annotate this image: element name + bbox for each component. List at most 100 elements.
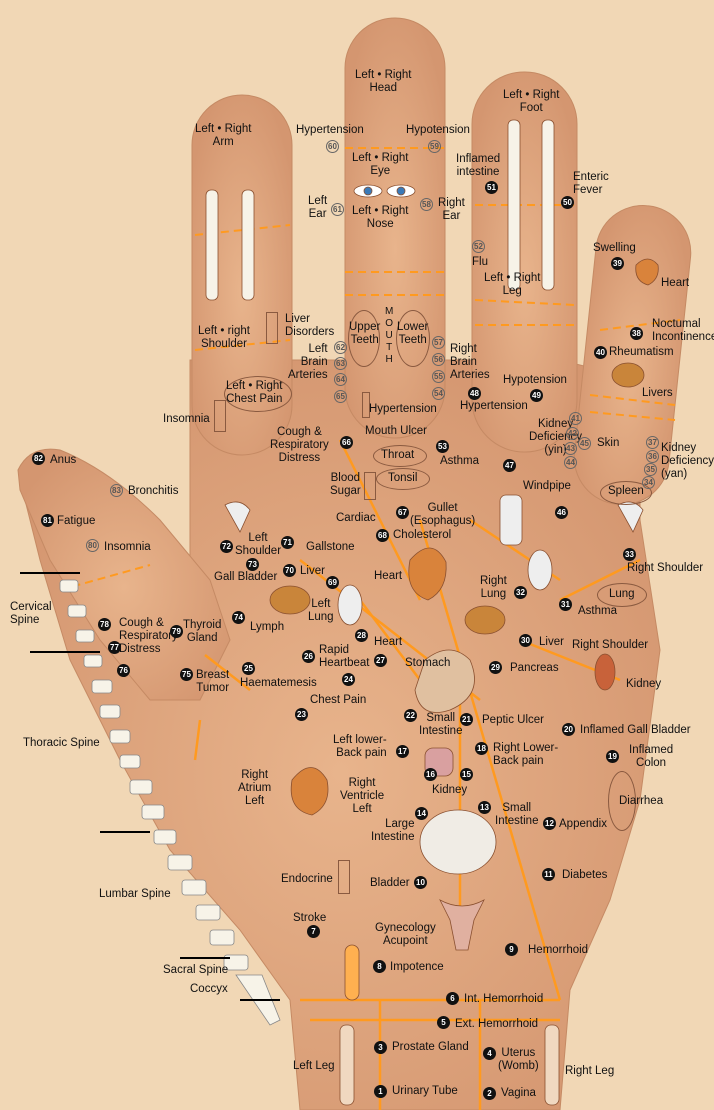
point-6: 6 bbox=[446, 992, 459, 1005]
point-11: 11 bbox=[542, 868, 555, 881]
point-60: 60 bbox=[326, 140, 339, 153]
intestine-icon bbox=[419, 809, 497, 875]
label-insomnia-top: Insomnia bbox=[163, 413, 210, 425]
dash-10 bbox=[589, 394, 676, 406]
label-right-lung: Right Lung bbox=[480, 575, 507, 600]
point-9: 9 bbox=[505, 943, 518, 956]
point-52: 52 bbox=[472, 240, 485, 253]
label-diabetes: Diabetes bbox=[562, 869, 608, 881]
leg-icon bbox=[339, 1024, 355, 1106]
point-37: 37 bbox=[646, 436, 659, 449]
vertebra bbox=[141, 804, 165, 820]
point-21: 21 bbox=[460, 713, 473, 726]
label-left-lung: Left Lung bbox=[308, 598, 334, 623]
label-thyroid: Thyroid Gland bbox=[183, 619, 222, 644]
point-12: 12 bbox=[543, 817, 556, 830]
label-left-ear: Left Ear bbox=[308, 195, 328, 220]
line-14 bbox=[193, 719, 202, 761]
point-1: 1 bbox=[374, 1085, 387, 1098]
label-livers: Livers bbox=[642, 387, 673, 399]
liver-icon bbox=[611, 362, 645, 388]
label-head: Left • Right Head bbox=[355, 69, 412, 94]
point-49: 49 bbox=[530, 389, 543, 402]
label-lung: Lung bbox=[609, 588, 635, 600]
shape-hypertension-rect bbox=[362, 392, 370, 418]
point-25: 25 bbox=[242, 662, 255, 675]
point-82: 82 bbox=[32, 452, 45, 465]
point-33: 33 bbox=[623, 548, 636, 561]
shape-liver-disorders-rect bbox=[266, 312, 278, 344]
point-47: 47 bbox=[503, 459, 516, 472]
point-34: 34 bbox=[642, 476, 655, 489]
label-leg: Left • Right Leg bbox=[484, 272, 541, 297]
label-gynecology: Gynecology Acupoint bbox=[375, 922, 436, 947]
point-76: 76 bbox=[117, 664, 130, 677]
label-spleen: Spleen bbox=[608, 485, 644, 497]
point-62: 62 bbox=[334, 341, 347, 354]
lung-icon bbox=[337, 584, 363, 626]
shape-lower-teeth-ellipse bbox=[396, 310, 430, 367]
point-55: 55 bbox=[432, 370, 445, 383]
shape-insomnia-rect bbox=[214, 400, 226, 432]
vertebra bbox=[167, 854, 193, 871]
point-14: 14 bbox=[415, 807, 428, 820]
point-79: 79 bbox=[170, 625, 183, 638]
uterus-icon bbox=[439, 899, 485, 951]
shape-lung-ellipse bbox=[597, 583, 647, 607]
point-70: 70 bbox=[283, 564, 296, 577]
point-68: 68 bbox=[376, 529, 389, 542]
label-small-intestine-13: Small Intestine bbox=[495, 802, 539, 827]
shape-tonsil-ellipse bbox=[376, 468, 430, 490]
point-24: 24 bbox=[342, 673, 355, 686]
label-hypertension-mid: Hypertension bbox=[369, 403, 437, 415]
label-inflamed-intestine: Inflamed intestine bbox=[456, 153, 501, 178]
label-shoulder-lr: Left • right Shoulder bbox=[198, 325, 250, 350]
point-61: 61 bbox=[331, 203, 344, 216]
label-uterus: Uterus (Womb) bbox=[498, 1047, 539, 1072]
label-chest-pain-low: Chest Pain bbox=[310, 694, 367, 706]
label-hemorrhoid: Hemorrhoid bbox=[528, 944, 589, 956]
vertebra bbox=[83, 654, 103, 668]
label-foot: Left • Right Foot bbox=[503, 89, 560, 114]
point-17: 17 bbox=[396, 745, 409, 758]
label-cough-resp2: Cough & Respiratory Distress bbox=[119, 617, 178, 655]
vertebra bbox=[67, 604, 87, 618]
label-kidney-center: Kidney bbox=[432, 784, 468, 796]
point-56: 56 bbox=[432, 353, 445, 366]
point-7: 7 bbox=[307, 925, 320, 938]
label-tonsil: Tonsil bbox=[388, 472, 418, 484]
point-48: 48 bbox=[468, 387, 481, 400]
label-cough-resp: Cough & Respiratory Distress bbox=[270, 426, 329, 464]
label-enteric-fever: Enteric Fever bbox=[573, 171, 609, 196]
label-right-leg: Right Leg bbox=[565, 1065, 615, 1077]
label-noctumal: Noctumal Incontinence bbox=[652, 318, 714, 343]
line-13 bbox=[204, 654, 251, 691]
label-eye: Left • Right Eye bbox=[352, 152, 409, 177]
label-right-atrium: Right Atrium Left bbox=[238, 769, 272, 807]
point-3: 3 bbox=[374, 1041, 387, 1054]
point-77: 77 bbox=[108, 641, 121, 654]
point-30: 30 bbox=[519, 634, 532, 647]
point-2: 2 bbox=[483, 1087, 496, 1100]
label-urinary-tube: Urinary Tube bbox=[392, 1085, 458, 1097]
label-anus: Anus bbox=[50, 454, 77, 466]
label-bronchitis: Bronchitis bbox=[128, 485, 179, 497]
label-swelling: Swelling bbox=[593, 242, 636, 254]
label-rheumatism: Rheumatism bbox=[609, 346, 674, 358]
point-71: 71 bbox=[281, 536, 294, 549]
label-left-lower-back: Left lower- Back pain bbox=[333, 734, 387, 759]
point-26: 26 bbox=[302, 650, 315, 663]
label-haematemesis: Haematemesis bbox=[240, 677, 317, 689]
label-gullet: Gullet (Esophagus) bbox=[410, 502, 476, 527]
point-64: 64 bbox=[334, 373, 347, 386]
point-29: 29 bbox=[489, 661, 502, 674]
label-mouth-ulcer: Mouth Ulcer bbox=[365, 425, 427, 437]
liver-icon bbox=[464, 605, 506, 635]
label-windpipe: Windpipe bbox=[523, 480, 571, 492]
label-stroke: Stroke bbox=[293, 912, 327, 924]
shape-throat-ellipse bbox=[373, 445, 427, 467]
shoulder-icon bbox=[224, 501, 251, 533]
point-4: 4 bbox=[483, 1047, 496, 1060]
